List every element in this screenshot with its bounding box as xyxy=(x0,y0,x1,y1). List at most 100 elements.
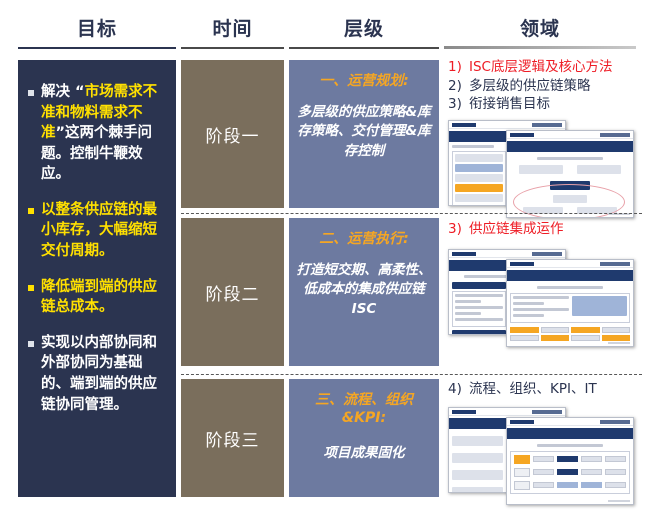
thumbnail-node-row xyxy=(514,467,626,477)
domain-row-2-list: 3)供应链集成运作 xyxy=(448,220,642,239)
goal-item: 实现以内部协同和外部协同为基础的、端到端的供应链协同管理。 xyxy=(28,333,164,415)
partner-logo-icon xyxy=(532,122,562,127)
thumbnail-box xyxy=(455,173,503,182)
thumbnail-node xyxy=(557,469,578,476)
thumbnail-node xyxy=(571,334,600,341)
thumbnail-node-grid xyxy=(510,326,630,341)
domain-list-item: 3)衔接销售目标 xyxy=(448,96,550,113)
thumbnail-node xyxy=(557,456,578,463)
thumbnail-node-row xyxy=(514,480,626,490)
domain-list-item: 1)ISC底层逻辑及核心方法 xyxy=(448,59,613,75)
bullet-square-icon xyxy=(28,284,34,291)
row-separator-2 xyxy=(181,374,642,375)
goal-item-text: 以整条供应链的最小库存，大幅缩短交付周期。 xyxy=(41,201,157,260)
thumbnail-header xyxy=(449,120,565,129)
level-panel-3-body: 项目成果固化 xyxy=(323,445,405,462)
level-panel-3-title: 三、流程、组织&KPI: xyxy=(315,392,413,427)
level-panel-2-body: 打造短交期、高柔性、低成本的集成供应链 ISC xyxy=(296,262,432,317)
thumbnail-node xyxy=(601,326,630,333)
thumbnail-column xyxy=(513,295,569,320)
domain-row-1-list: 1)ISC底层逻辑及核心方法 2)多层级的供应链策略 3)衔接销售目标 xyxy=(448,58,642,114)
partner-logo-icon xyxy=(600,132,630,137)
column-header-goal-rule xyxy=(18,47,176,49)
thumbnail-node xyxy=(557,482,578,489)
thumbnail-node xyxy=(581,482,602,489)
thumbnail-line xyxy=(537,285,603,289)
domain-list-item: 2)多层级的供应链策略 xyxy=(448,77,591,94)
thumbnail-box xyxy=(577,164,621,174)
level-panel-1-body: 多层级的供应策略&库存策略、交付管理&库存控制 xyxy=(297,104,431,159)
thumbnail-node xyxy=(510,334,539,341)
goal-item-text: 解决 “市场需求不准和物料需求不准”这两个棘手问题。控制牛鞭效应。 xyxy=(41,84,158,183)
thumbnail-node xyxy=(605,482,626,489)
bullet-square-icon xyxy=(28,90,34,96)
bullet-square-icon xyxy=(28,207,34,214)
thumbnail-line xyxy=(455,311,482,315)
thumbnail-body xyxy=(507,152,633,217)
thumbnail-node xyxy=(533,469,554,476)
thumbnail-box xyxy=(452,329,506,334)
thumbnail-node xyxy=(514,480,530,490)
thumbnail-line xyxy=(452,144,494,148)
thumbnail-header xyxy=(449,249,565,258)
bullet-square-icon xyxy=(28,340,34,347)
thumbnail-card xyxy=(510,292,630,323)
thumbnail-body xyxy=(507,281,633,344)
thumbnail-card xyxy=(452,290,506,327)
thumbnail-line xyxy=(537,443,603,447)
slide-thumbnail[interactable] xyxy=(506,416,634,505)
domain-row-3-list: 4)流程、组织、KPI、IT xyxy=(448,380,642,399)
row-separator-1 xyxy=(181,213,642,214)
stage-box-3: 阶段三 xyxy=(181,379,284,497)
goal-item: 解决 “市场需求不准和物料需求不准”这两个棘手问题。控制牛鞭效应。 xyxy=(28,82,164,185)
column-header-domain-rule xyxy=(444,46,636,49)
column-header-time-label: 时间 xyxy=(212,18,253,40)
thumbnail-header xyxy=(507,259,633,268)
thumbnail-column xyxy=(571,295,627,320)
thumbnail-node xyxy=(510,326,539,333)
domain-list-item-text: ISC底层逻辑及核心方法 xyxy=(469,59,613,75)
thumbnail-column xyxy=(452,144,506,205)
thumbnail-header xyxy=(507,417,633,426)
level-panel-3: 三、流程、组织&KPI: 项目成果固化 xyxy=(289,379,439,497)
brand-logo-icon xyxy=(510,132,534,137)
thumbnail-line xyxy=(537,156,603,160)
domain-list-item-text: 流程、组织、KPI、IT xyxy=(469,381,597,397)
column-header-goal: 目标 xyxy=(18,0,176,52)
column-header-level: 层级 xyxy=(289,0,439,52)
highlight-ellipse-icon xyxy=(513,183,625,217)
slide-thumbnail-group-1 xyxy=(444,119,642,220)
level-panel-2-title: 二、运营执行: xyxy=(319,231,409,247)
thumbnail-title-bar xyxy=(507,427,633,439)
column-header-domain-label: 领域 xyxy=(519,18,560,40)
thumbnail-line xyxy=(455,305,503,309)
thumbnail-node-row xyxy=(510,164,630,176)
thumbnail-line xyxy=(513,301,544,305)
thumbnail-body xyxy=(507,439,633,497)
thumbnail-footer xyxy=(608,341,630,344)
slide-thumbnail[interactable] xyxy=(506,129,634,218)
goal-item: 以整条供应链的最小库存，大幅缩短交付周期。 xyxy=(28,200,164,262)
thumbnail-title-bar xyxy=(507,140,633,152)
thumbnail-node xyxy=(533,482,554,489)
slide-thumbnail-group-3 xyxy=(444,406,642,507)
thumbnail-card xyxy=(452,150,506,205)
brand-logo-icon xyxy=(510,419,534,424)
slide-thumbnail[interactable] xyxy=(506,258,634,347)
thumbnail-box xyxy=(452,435,503,446)
thumbnail-box xyxy=(571,295,627,316)
slide-thumbnail-group-2 xyxy=(444,248,642,349)
thumbnail-node xyxy=(605,456,626,463)
thumbnail-node xyxy=(540,326,569,333)
thumbnail-box xyxy=(452,469,503,480)
thumbnail-node xyxy=(605,469,626,476)
column-header-time-rule xyxy=(181,47,284,49)
thumbnail-line xyxy=(513,295,569,299)
partner-logo-icon xyxy=(532,409,562,414)
goal-item-text: 实现以内部协同和外部协同为基础的、端到端的供应链协同管理。 xyxy=(41,334,157,413)
thumbnail-box xyxy=(455,163,503,172)
thumbnail-box xyxy=(455,193,503,202)
thumbnail-header xyxy=(449,407,565,416)
brand-logo-icon xyxy=(452,251,476,256)
